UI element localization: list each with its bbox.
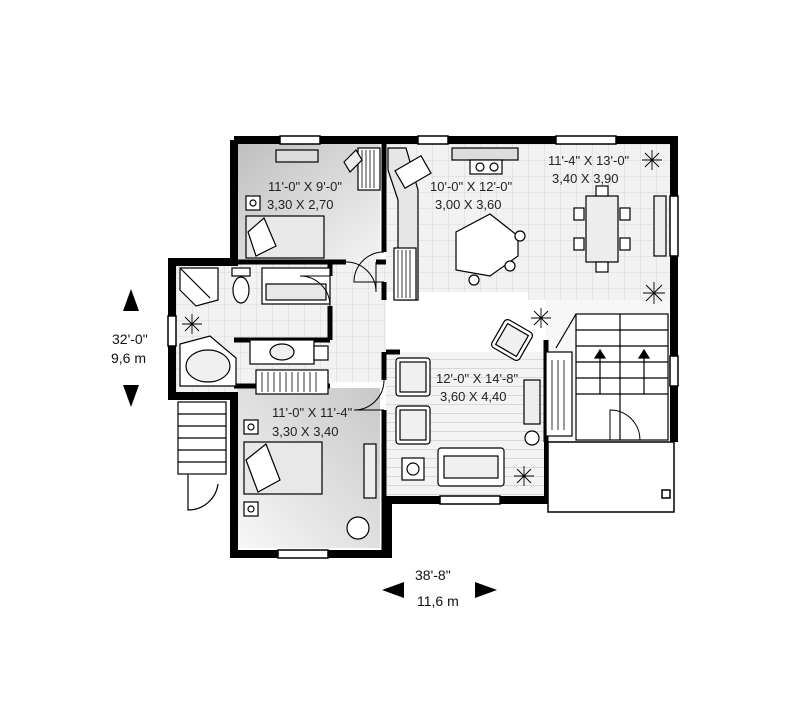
stairs [555, 313, 669, 441]
bedroom-2-dim-metric: 3,30 X 2,70 [267, 197, 334, 212]
toilet [232, 276, 250, 304]
bedroom-1-dim-imperial: 11'-0" X 11'-4" [272, 405, 353, 420]
width-metric: 11,6 m [417, 593, 459, 609]
kitchen-dim-imperial: 10'-0" X 12'-0" [430, 179, 513, 194]
kitchen-furniture [387, 147, 526, 301]
side-entry-stairs [177, 401, 227, 511]
arrow-left-icon [382, 582, 404, 598]
dining-table [585, 195, 619, 263]
bathroom-fixtures [179, 267, 331, 395]
plant-icons [182, 150, 665, 486]
living-dim-metric: 3,60 X 4,40 [440, 389, 507, 404]
sink [394, 155, 432, 189]
arrow-up-icon [123, 289, 139, 311]
arrow-down-icon [123, 385, 139, 407]
nightstand-2 [245, 195, 261, 211]
width-imperial: 38'-8" [415, 567, 451, 583]
nightstand-1b [243, 501, 259, 517]
dresser-1 [363, 443, 377, 499]
nightstand-1a [243, 419, 259, 435]
depth-imperial: 32'-0" [112, 331, 148, 347]
island [455, 213, 519, 277]
living-furniture [395, 319, 573, 487]
porch [547, 441, 675, 513]
recliner [491, 319, 533, 361]
dining-dim-metric: 3,40 X 3,90 [552, 171, 619, 186]
fireplace [545, 351, 573, 437]
closet [357, 147, 381, 191]
bedroom-2-dim-imperial: 11'-0" X 9'-0" [268, 179, 342, 194]
counter-top [451, 147, 519, 161]
bedroom-1-dim-metric: 3,30 X 3,40 [272, 424, 339, 439]
dresser [275, 149, 319, 163]
doors [299, 251, 385, 411]
buffet [653, 195, 667, 257]
depth-metric: 9,6 m [111, 350, 146, 366]
bedroom-2-furniture [245, 147, 381, 259]
bedroom-1-furniture [243, 419, 377, 540]
dining-furniture [573, 185, 667, 273]
hall-floor [330, 262, 386, 382]
living-dim-imperial: 12'-0" X 14'-8" [436, 371, 519, 386]
kitchen-dim-metric: 3,00 X 3,60 [435, 197, 502, 212]
porch-post [661, 489, 671, 499]
windows [167, 135, 679, 559]
dining-dim-imperial: 11'-4" X 13'-0" [548, 153, 630, 168]
arrow-right-icon [475, 582, 497, 598]
toilet-tank [231, 267, 251, 277]
tv-unit [523, 379, 541, 425]
